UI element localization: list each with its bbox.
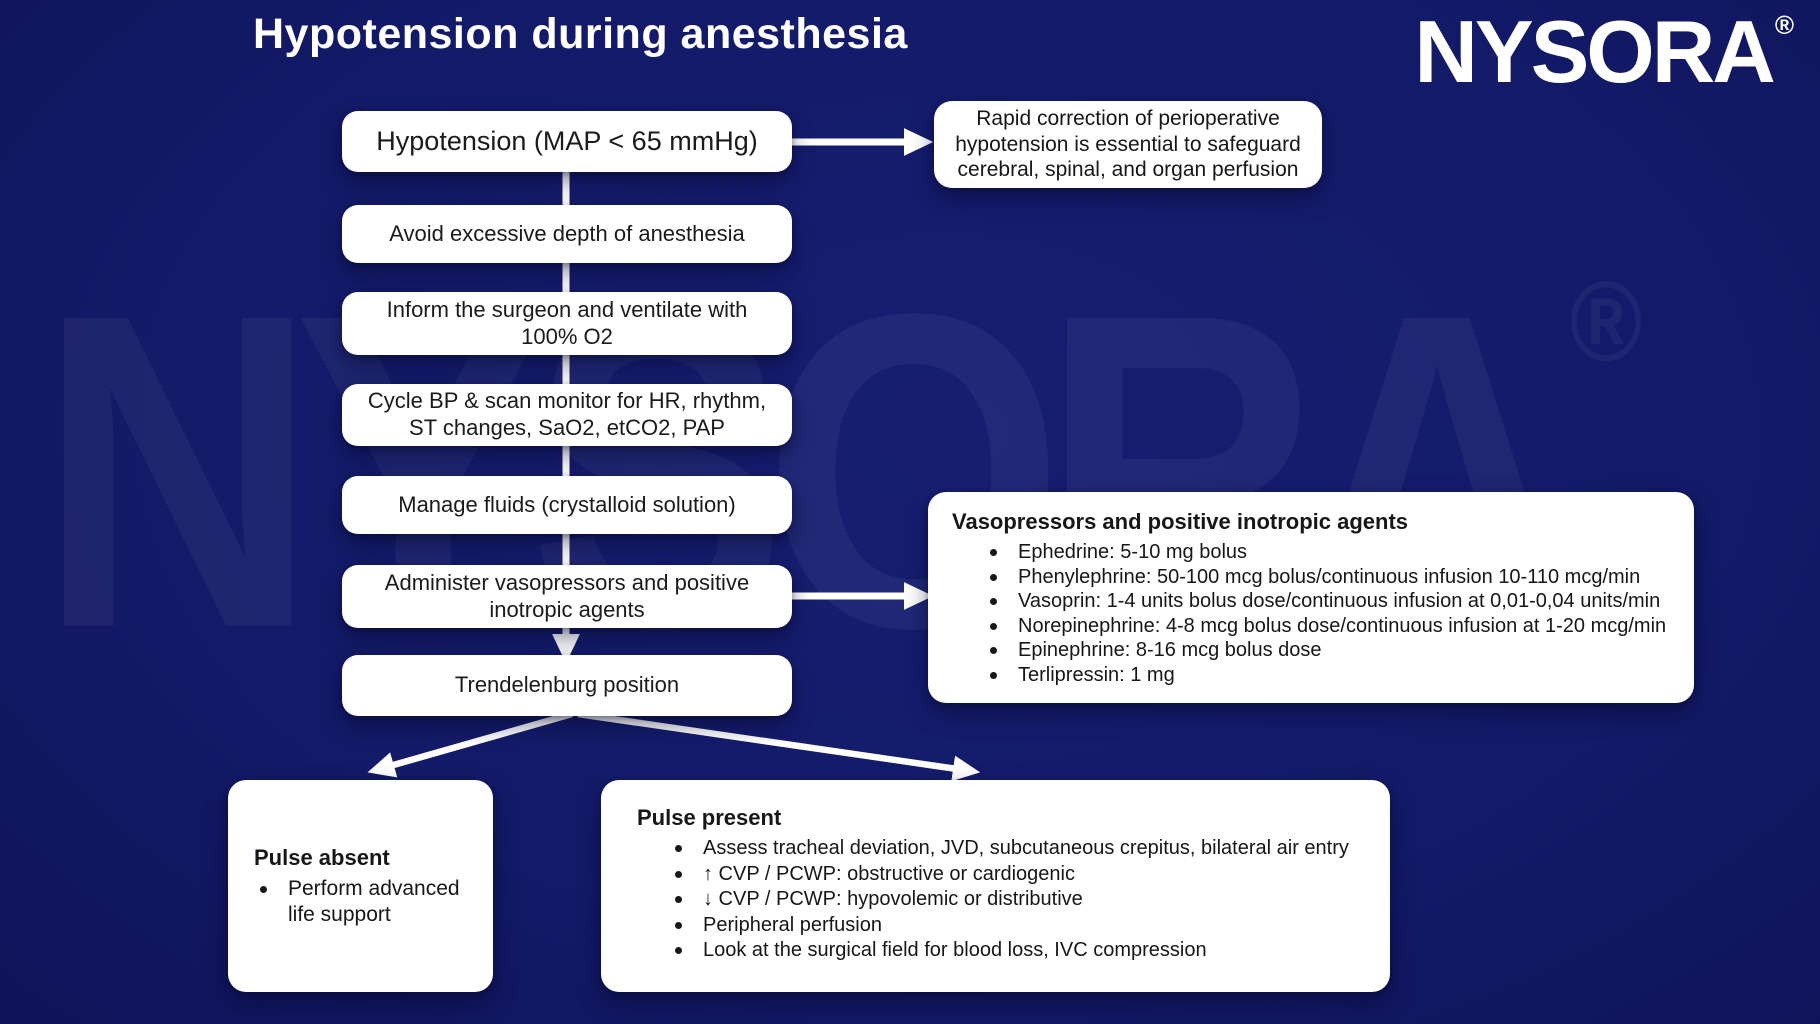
note-rapid-correction: Rapid correction of perioperative hypote…: [934, 101, 1322, 188]
arrow-to-pulse-absent: [367, 710, 573, 778]
pulse-absent-title: Pulse absent: [254, 844, 390, 870]
registered-trademark-icon: ®: [1774, 10, 1794, 40]
list-item: Assess tracheal deviation, JVD, subcutan…: [637, 836, 1354, 862]
outcome-pulse-present: Pulse present Assess tracheal deviation,…: [601, 780, 1390, 992]
pulse-present-title: Pulse present: [637, 805, 782, 830]
nysora-watermark: NYSORA®: [38, 248, 1642, 695]
list-item: ↓ CVP / PCWP: hypovolemic or distributiv…: [637, 887, 1354, 913]
note-vasopressors: Vasopressors and positive inotropic agen…: [928, 492, 1694, 703]
flow-step-cycle-bp: Cycle BP & scan monitor for HR, rhythm, …: [342, 384, 792, 446]
list-item: Terlipressin: 1 mg: [952, 663, 1670, 688]
list-item: Phenylephrine: 50-100 mcg bolus/continuo…: [952, 565, 1670, 590]
nysora-logo: NYSORA®: [1414, 8, 1794, 96]
list-item: Epinephrine: 8-16 mcg bolus dose: [952, 638, 1670, 663]
pulse-present-list: Assess tracheal deviation, JVD, subcutan…: [637, 836, 1354, 964]
list-item: Vasoprin: 1-4 units bolus dose/continuou…: [952, 589, 1670, 614]
vasopressors-title: Vasopressors and positive inotropic agen…: [952, 509, 1409, 534]
pulse-absent-list: Perform advanced life support: [254, 876, 467, 928]
flow-step-administer-vasopressors: Administer vasopressors and positive ino…: [342, 565, 792, 628]
list-item: Perform advanced life support: [254, 876, 467, 928]
vasopressors-list: Ephedrine: 5-10 mg bolus Phenylephrine: …: [952, 540, 1670, 687]
flow-step-trendelenburg: Trendelenburg position: [342, 655, 792, 716]
watermark-registered-icon: ®: [1569, 257, 1643, 386]
list-item: Norepinephrine: 4-8 mcg bolus dose/conti…: [952, 614, 1670, 639]
list-item: Peripheral perfusion: [637, 913, 1354, 939]
list-item: ↑ CVP / PCWP: obstructive or cardiogenic: [637, 862, 1354, 888]
nysora-logo-text: NYSORA: [1414, 2, 1775, 101]
flow-step-manage-fluids: Manage fluids (crystalloid solution): [342, 476, 792, 534]
arrow-to-pulse-present: [577, 710, 981, 782]
note-rapid-correction-text: Rapid correction of perioperative hypote…: [955, 107, 1301, 182]
outcome-pulse-absent: Pulse absent Perform advanced life suppo…: [228, 780, 493, 992]
flow-step-hypotension: Hypotension (MAP < 65 mmHg): [342, 111, 792, 172]
flow-step-inform-surgeon: Inform the surgeon and ventilate with 10…: [342, 292, 792, 355]
list-item: Look at the surgical field for blood los…: [637, 938, 1354, 964]
flow-step-avoid-depth: Avoid excessive depth of anesthesia: [342, 205, 792, 263]
page-title: Hypotension during anesthesia: [253, 10, 908, 58]
list-item: Ephedrine: 5-10 mg bolus: [952, 540, 1670, 565]
